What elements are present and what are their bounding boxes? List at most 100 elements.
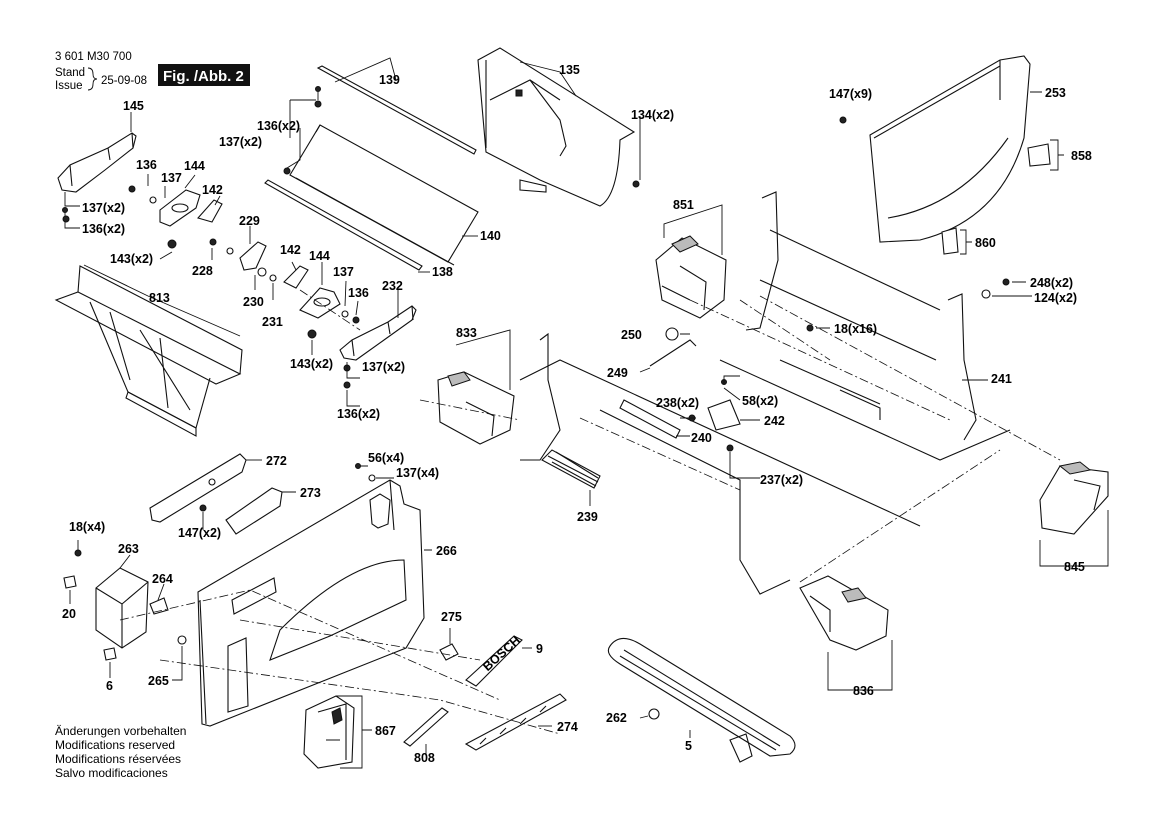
callout-145: 145 (123, 99, 144, 113)
blade-guard-135 (477, 47, 641, 207)
rail-139 (316, 57, 477, 155)
callout-136-b: 136 (348, 286, 369, 300)
header-brace (87, 67, 98, 91)
callout-232: 232 (382, 279, 403, 293)
callout-266: 266 (436, 544, 457, 558)
note-de: Änderungen vorbehalten (55, 724, 186, 738)
rail-138 (264, 179, 430, 273)
figure-label-box (158, 64, 250, 86)
callout-18x4: 18(x4) (69, 520, 105, 534)
brand-plate: BOSCH (480, 633, 523, 674)
note-es: Salvo modificaciones (55, 766, 168, 780)
fence-253 (839, 55, 1064, 255)
callout-240: 240 (691, 431, 712, 445)
callout-275: 275 (441, 610, 462, 624)
callout-5: 5 (685, 739, 692, 753)
callout-137: 137 (161, 171, 182, 185)
extension-813 (54, 264, 243, 437)
callout-136x2: 136(x2) (82, 222, 125, 236)
callout-265: 265 (148, 674, 169, 688)
callout-6: 6 (106, 679, 113, 693)
issue-date: 25-09-08 (101, 75, 147, 87)
callout-860: 860 (975, 236, 996, 250)
callout-147x9: 147(x9) (829, 87, 872, 101)
callout-137x2: 137(x2) (82, 201, 125, 215)
callout-867: 867 (375, 724, 396, 738)
callout-249: 249 (607, 366, 628, 380)
callout-253: 253 (1045, 86, 1066, 100)
leader-137x2a (64, 192, 80, 207)
callout-labels: 145 136 137 144 142 137(x2) 136(x2) 143(… (62, 63, 1092, 765)
callout-264: 264 (152, 572, 173, 586)
foot-833 (437, 329, 515, 445)
callout-231: 231 (262, 315, 283, 329)
callout-836: 836 (853, 684, 874, 698)
assembly-paths (119, 289, 1001, 735)
callout-248x2: 248(x2) (1030, 276, 1073, 290)
header: 3 601 M30 700 Stand Issue 25-09-08 Fig. … (55, 51, 250, 92)
clamps-242-240 (619, 375, 760, 479)
bracket-144-left (128, 174, 223, 260)
note-en: Modifications reserved (55, 738, 175, 752)
callout-147x2: 147(x2) (178, 526, 221, 540)
part-number: 3 601 M30 700 (55, 51, 132, 63)
callout-858: 858 (1071, 149, 1092, 163)
callout-140: 140 (480, 229, 501, 243)
callout-262: 262 (606, 711, 627, 725)
issue-label: Issue (55, 80, 83, 92)
insert-275 (439, 628, 459, 661)
bracket-232 (339, 290, 417, 407)
note-fr: Modifications réservées (55, 752, 181, 766)
callout-137x2-b: 137(x2) (362, 360, 405, 374)
callout-20: 20 (62, 607, 76, 621)
label-808 (403, 707, 449, 756)
callout-136x2-b: 136(x2) (337, 407, 380, 421)
screw-136 (62, 215, 70, 223)
callout-813: 813 (149, 291, 170, 305)
callout-138: 138 (432, 265, 453, 279)
callout-139: 139 (379, 73, 400, 87)
callout-229: 229 (239, 214, 260, 228)
callout-250: 250 (621, 328, 642, 342)
screws-137-136-c (283, 86, 322, 175)
callout-136x2-c: 136(x2) (257, 119, 300, 133)
callout-274: 274 (557, 720, 578, 734)
callout-263: 263 (118, 542, 139, 556)
callout-273: 273 (300, 486, 321, 500)
callout-137-b: 137 (333, 265, 354, 279)
callout-228: 228 (192, 264, 213, 278)
callout-241: 241 (991, 372, 1012, 386)
foot-851 (655, 204, 727, 319)
switchbox-867 (303, 695, 372, 769)
callout-9: 9 (536, 642, 543, 656)
callout-136: 136 (136, 158, 157, 172)
screw-137 (62, 207, 68, 213)
callout-242: 242 (764, 414, 785, 428)
scale-274 (464, 693, 567, 751)
callout-134x2: 134(x2) (631, 108, 674, 122)
callout-238x2: 238(x2) (656, 396, 699, 410)
plate-272 (149, 453, 262, 523)
handle-239 (541, 449, 601, 506)
callout-143x2: 143(x2) (110, 252, 153, 266)
housing-266 (197, 463, 432, 727)
callout-56x4: 56(x4) (368, 451, 404, 465)
callout-135: 135 (559, 63, 580, 77)
switch-263 (63, 540, 187, 681)
callout-137x4: 137(x4) (396, 466, 439, 480)
figure-label: Fig. /Abb. 2 (163, 68, 244, 85)
callout-239: 239 (577, 510, 598, 524)
callout-272: 272 (266, 454, 287, 468)
callout-142-b: 142 (280, 243, 301, 257)
callout-143x2-b: 143(x2) (290, 357, 333, 371)
footer-notes: Änderungen vorbehalten Modifications res… (55, 724, 186, 780)
callout-808: 808 (414, 751, 435, 765)
callout-851: 851 (673, 198, 694, 212)
foot-836 (799, 575, 893, 691)
callout-137x2-c: 137(x2) (219, 135, 262, 149)
hardware-18-250-249 (639, 278, 1032, 373)
base-frame-241 (519, 191, 1061, 595)
callout-142: 142 (202, 183, 223, 197)
belt-5 (607, 637, 796, 763)
callout-144: 144 (184, 159, 205, 173)
